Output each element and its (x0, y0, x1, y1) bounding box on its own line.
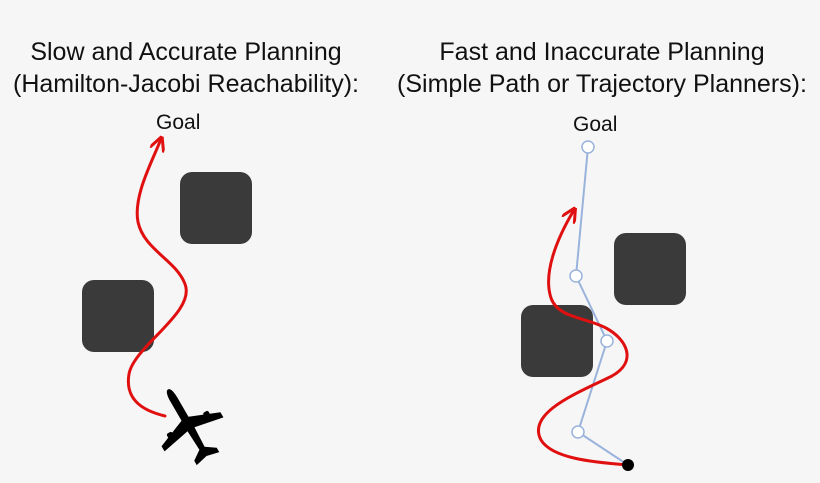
left-obstacle-lower (82, 280, 154, 352)
left-panel-title: Slow and Accurate Planning (Hamilton-Jac… (0, 36, 372, 100)
airplane-icon (161, 389, 224, 466)
right-trajectory (537, 210, 630, 467)
right-obstacle-lower (521, 305, 593, 377)
right-panel-title: Fast and Inaccurate Planning (Simple Pat… (384, 36, 820, 100)
right-title-line1: Fast and Inaccurate Planning (439, 38, 765, 66)
left-goal-label: Goal (156, 111, 201, 134)
waypoint-3 (569, 269, 583, 283)
left-trajectory (126, 139, 188, 418)
left-obstacle-upper (180, 172, 252, 244)
right-title-line2: (Simple Path or Trajectory Planners): (397, 70, 807, 98)
left-title-line1: Slow and Accurate Planning (30, 38, 342, 66)
waypoint-2 (600, 334, 614, 348)
left-title-line2: (Hamilton-Jacobi Reachability): (13, 70, 359, 98)
waypoint-goal (581, 140, 595, 154)
right-obstacle-upper (614, 233, 686, 305)
right-goal-label: Goal (573, 113, 618, 136)
start-point (622, 459, 634, 471)
waypoint-1 (571, 425, 585, 439)
